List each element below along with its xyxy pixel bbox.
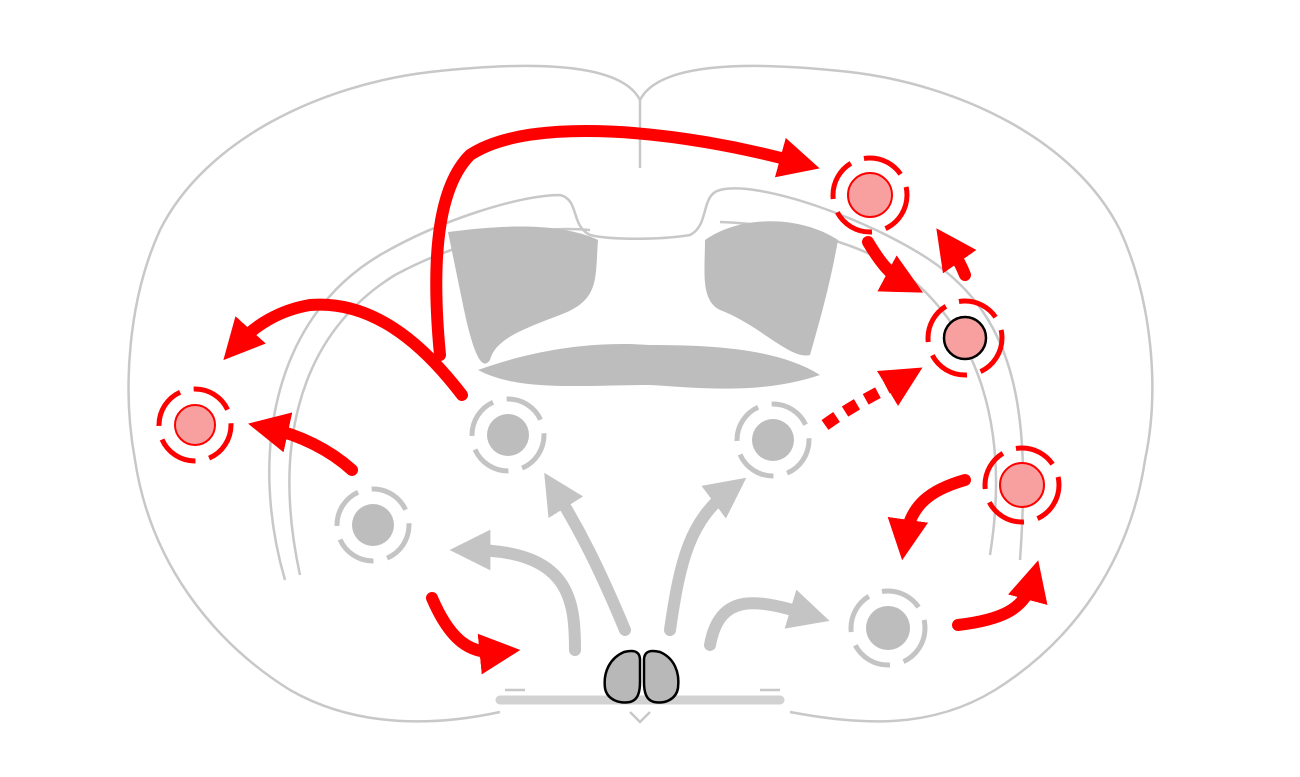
hub-left-lobe	[603, 649, 642, 704]
red-arrow-far-right-to-bottom-right	[887, 474, 971, 561]
node-center-right-gray	[734, 401, 812, 479]
outer-brain-outline	[127, 64, 1154, 723]
lateral-ventricle-right	[704, 221, 838, 356]
red-dashed-arrow-center-right-to-right	[821, 367, 923, 430]
node-far-right-red	[982, 445, 1062, 525]
red-arrow-top-right-to-right	[862, 236, 923, 293]
node-center-left-gray	[469, 396, 547, 474]
hub-right-lobe	[642, 649, 680, 704]
ventricles	[448, 221, 838, 389]
red-arrows	[223, 124, 1048, 675]
node-left-gray	[334, 486, 412, 564]
red-arrow-left-gray-to-left-red	[248, 412, 358, 476]
node-top-right-red	[830, 155, 910, 235]
ventral-notch	[629, 711, 651, 724]
node-bottom-right-gray	[848, 588, 928, 668]
gray-arrow-to-center-left-node	[544, 472, 631, 636]
third-ventricle-band	[478, 344, 820, 389]
node-right-red-black-outline	[925, 298, 1005, 378]
red-arrow-bottom-right-to-far-right	[952, 560, 1048, 631]
brain-outline	[127, 64, 1154, 723]
lateral-ventricle-left	[448, 226, 598, 364]
node-left-red	[156, 386, 234, 464]
gray-arrows	[449, 472, 830, 656]
gray-arrow-to-center-right-node	[664, 477, 747, 636]
bilateral-hub	[603, 649, 680, 704]
gray-arrow-to-left-node	[449, 529, 581, 656]
gray-arrow-to-bottom-right-node	[704, 589, 830, 651]
red-arrow-to-far-left	[223, 298, 468, 401]
red-arrow-right-to-top-right	[936, 228, 977, 281]
red-arrow-long-to-top-right	[430, 124, 820, 361]
red-arrow-down-to-hub	[426, 592, 521, 675]
